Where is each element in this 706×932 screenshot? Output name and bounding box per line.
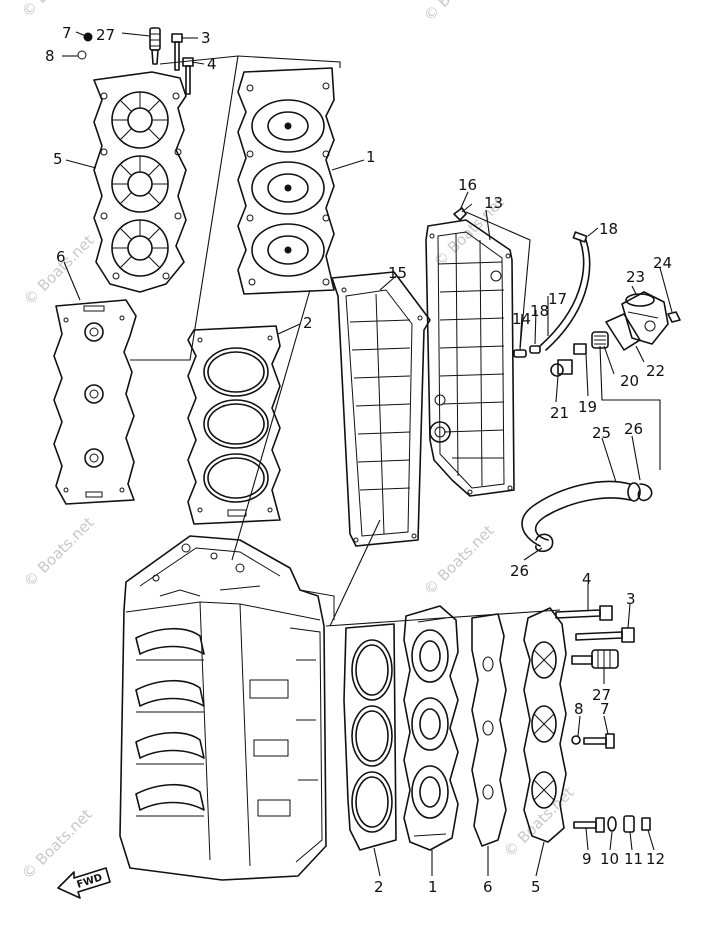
- callout-3: 3: [201, 29, 211, 47]
- callout-1: 1: [428, 878, 438, 896]
- callout-23: 23: [626, 268, 645, 286]
- bottom-fasteners: [555, 605, 651, 833]
- water-hose-small: [539, 231, 591, 351]
- callout-17: 17: [548, 290, 567, 308]
- exhaust-cover-gasket: [331, 271, 431, 547]
- cylinder-head-cover-top: [93, 71, 187, 293]
- callout-26: 26: [624, 420, 643, 438]
- watermark: © Boats.net: [420, 521, 498, 599]
- projection-line: [159, 55, 341, 68]
- callout-16: 16: [458, 176, 477, 194]
- callout-2: 2: [374, 878, 384, 896]
- callout-2: 2: [303, 314, 313, 332]
- callout-21: 21: [550, 404, 569, 422]
- watermark: © Boats.net: [420, 0, 498, 25]
- callout-18: 18: [599, 220, 618, 238]
- callout-24: 24: [653, 254, 672, 272]
- callout-8: 8: [574, 700, 584, 718]
- callout-27: 27: [592, 686, 611, 704]
- callout-6: 6: [483, 878, 493, 896]
- exhaust-cover: [425, 219, 515, 497]
- callout-5: 5: [531, 878, 541, 896]
- callout-15: 15: [388, 264, 407, 282]
- callout-4: 4: [207, 55, 217, 73]
- callout-9: 9: [582, 850, 592, 868]
- watermarks: © Boats.net © Boats.net © Boats.net © Bo…: [18, 0, 578, 883]
- callout-labels: 7 27 3 8 4 5 1 16 13 18 6 23 24 15 17 14…: [45, 24, 672, 896]
- callout-13: 13: [484, 194, 503, 212]
- water-hose-large: [521, 480, 653, 553]
- callout-7: 7: [600, 700, 610, 718]
- callout-10: 10: [600, 850, 619, 868]
- callout-1: 1: [366, 148, 376, 166]
- projection-line: [231, 289, 311, 561]
- thermostat-assembly: [550, 291, 681, 470]
- watermark: © Boats.net: [18, 0, 96, 21]
- projection-line: [325, 609, 561, 627]
- projection-line: [329, 519, 381, 627]
- callout-12: 12: [646, 850, 665, 868]
- callout-26: 26: [510, 562, 529, 580]
- forward-arrow: FWD: [57, 867, 111, 899]
- leader-lines: [62, 31, 673, 877]
- callout-8: 8: [45, 47, 55, 65]
- watermark: © Boats.net: [20, 231, 98, 309]
- callout-27: 27: [96, 26, 115, 44]
- callout-14: 14: [512, 310, 531, 328]
- callout-11: 11: [624, 850, 643, 868]
- cylinder-head-bottom: [403, 605, 459, 851]
- watermark: © Boats.net: [20, 513, 98, 591]
- head-cover-gasket: [53, 299, 137, 505]
- callout-20: 20: [620, 372, 639, 390]
- projection-line: [130, 55, 239, 361]
- cylinder-head-gasket-bottom: [343, 623, 397, 851]
- top-fasteners: [77, 27, 194, 95]
- callout-25: 25: [592, 424, 611, 442]
- callout-5: 5: [53, 150, 63, 168]
- cylinder-block: [119, 535, 335, 881]
- callout-18: 18: [530, 302, 549, 320]
- callout-6: 6: [56, 248, 66, 266]
- head-cover-gasket-bottom: [471, 613, 507, 847]
- callout-3: 3: [626, 590, 636, 608]
- callout-7: 7: [62, 24, 72, 42]
- callout-4: 4: [582, 570, 592, 588]
- callout-22: 22: [646, 362, 665, 380]
- watermark: © Boats.net: [18, 805, 96, 883]
- callout-19: 19: [578, 398, 597, 416]
- cylinder-head-gasket-top: [187, 325, 281, 525]
- cylinder-head-cover-bottom: [523, 607, 567, 843]
- cylinder-head-top: [237, 67, 335, 295]
